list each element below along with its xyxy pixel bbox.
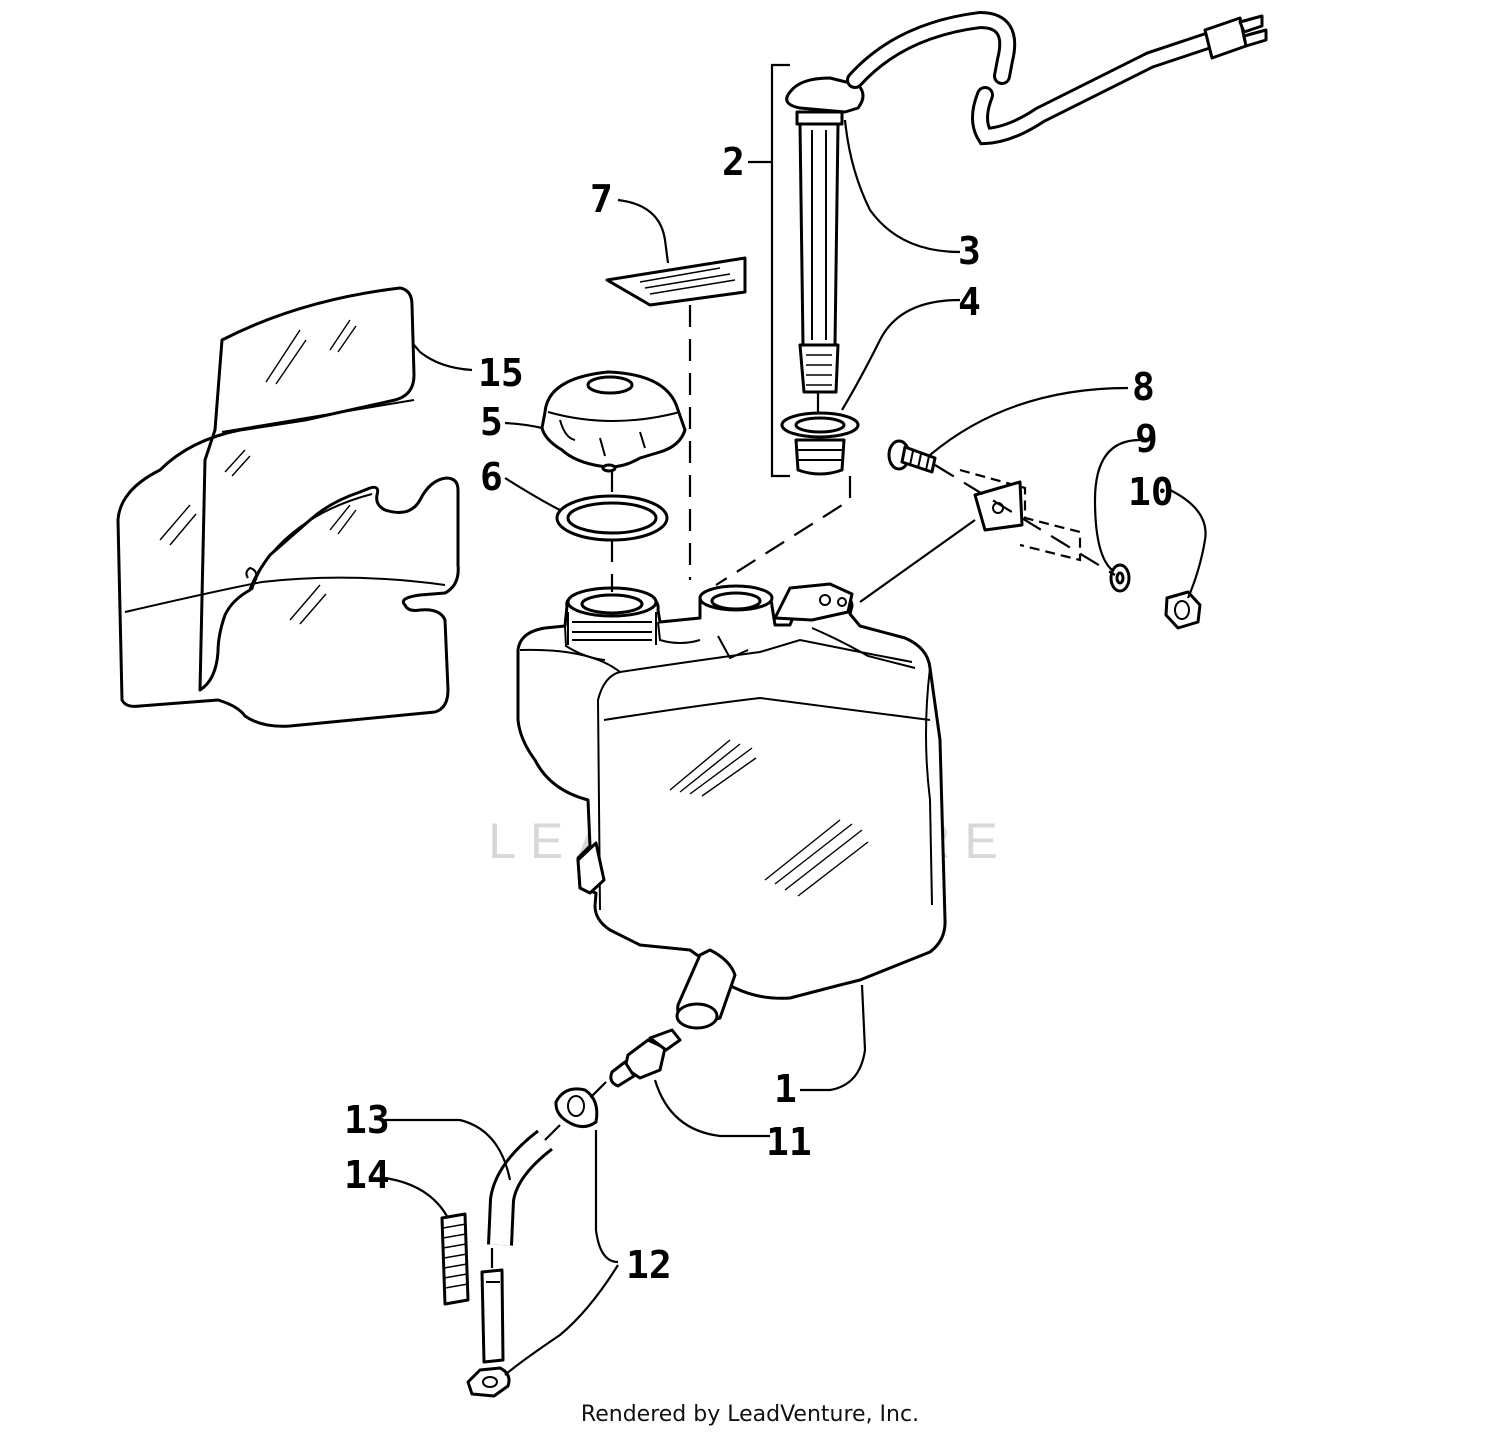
callout-1[interactable]: 1 <box>774 1067 797 1111</box>
washer-part[interactable] <box>1109 563 1131 593</box>
callout-9[interactable]: 9 <box>1135 417 1158 461</box>
hose-part[interactable] <box>480 1129 554 1364</box>
callout-6[interactable]: 6 <box>480 455 503 499</box>
callout-14[interactable]: 14 <box>344 1153 390 1197</box>
fitting-part[interactable] <box>609 1028 682 1088</box>
callout-15[interactable]: 15 <box>478 351 524 395</box>
callout-11[interactable]: 11 <box>766 1120 812 1164</box>
callout-7[interactable]: 7 <box>590 177 613 221</box>
phantom-bracket <box>959 468 1082 562</box>
oil-tank-hatching <box>669 739 869 897</box>
callout-3[interactable]: 3 <box>958 229 981 273</box>
hose-clamp-upper-part[interactable] <box>554 1087 599 1129</box>
assembly-bracket-2 <box>770 63 790 478</box>
callout-4[interactable]: 4 <box>958 280 981 324</box>
footer-credit: Rendered by LeadVenture, Inc. <box>580 1402 920 1427</box>
grommet-part[interactable] <box>780 411 860 476</box>
decal-text-lines <box>639 267 736 295</box>
oil-tank-part[interactable] <box>516 582 947 1030</box>
cap-screw-part[interactable] <box>887 439 937 474</box>
spring-part[interactable] <box>440 1212 470 1306</box>
callout-10[interactable]: 10 <box>1128 470 1174 514</box>
gasket-part[interactable] <box>555 494 669 542</box>
cap-part[interactable] <box>540 370 687 473</box>
decal-part[interactable] <box>605 256 747 307</box>
callout-13[interactable]: 13 <box>344 1098 390 1142</box>
callout-8[interactable]: 8 <box>1132 365 1155 409</box>
callout-5[interactable]: 5 <box>480 400 503 444</box>
insulation-pad-part[interactable] <box>116 286 460 728</box>
callout-12[interactable]: 12 <box>626 1243 672 1287</box>
hose-clamp-lower-part[interactable] <box>466 1366 511 1398</box>
spring-coils <box>442 1223 469 1289</box>
level-sender-float-texture <box>806 354 832 386</box>
insulation-pad-hatching <box>159 319 357 625</box>
level-sender-part[interactable] <box>785 10 1268 394</box>
callout-2[interactable]: 2 <box>722 140 745 184</box>
callout-numbers: 1 2 3 4 5 6 7 8 9 10 11 12 13 14 15 <box>344 140 1174 1287</box>
leader-lines <box>384 119 1207 1376</box>
lock-nut-part[interactable] <box>1164 590 1202 630</box>
